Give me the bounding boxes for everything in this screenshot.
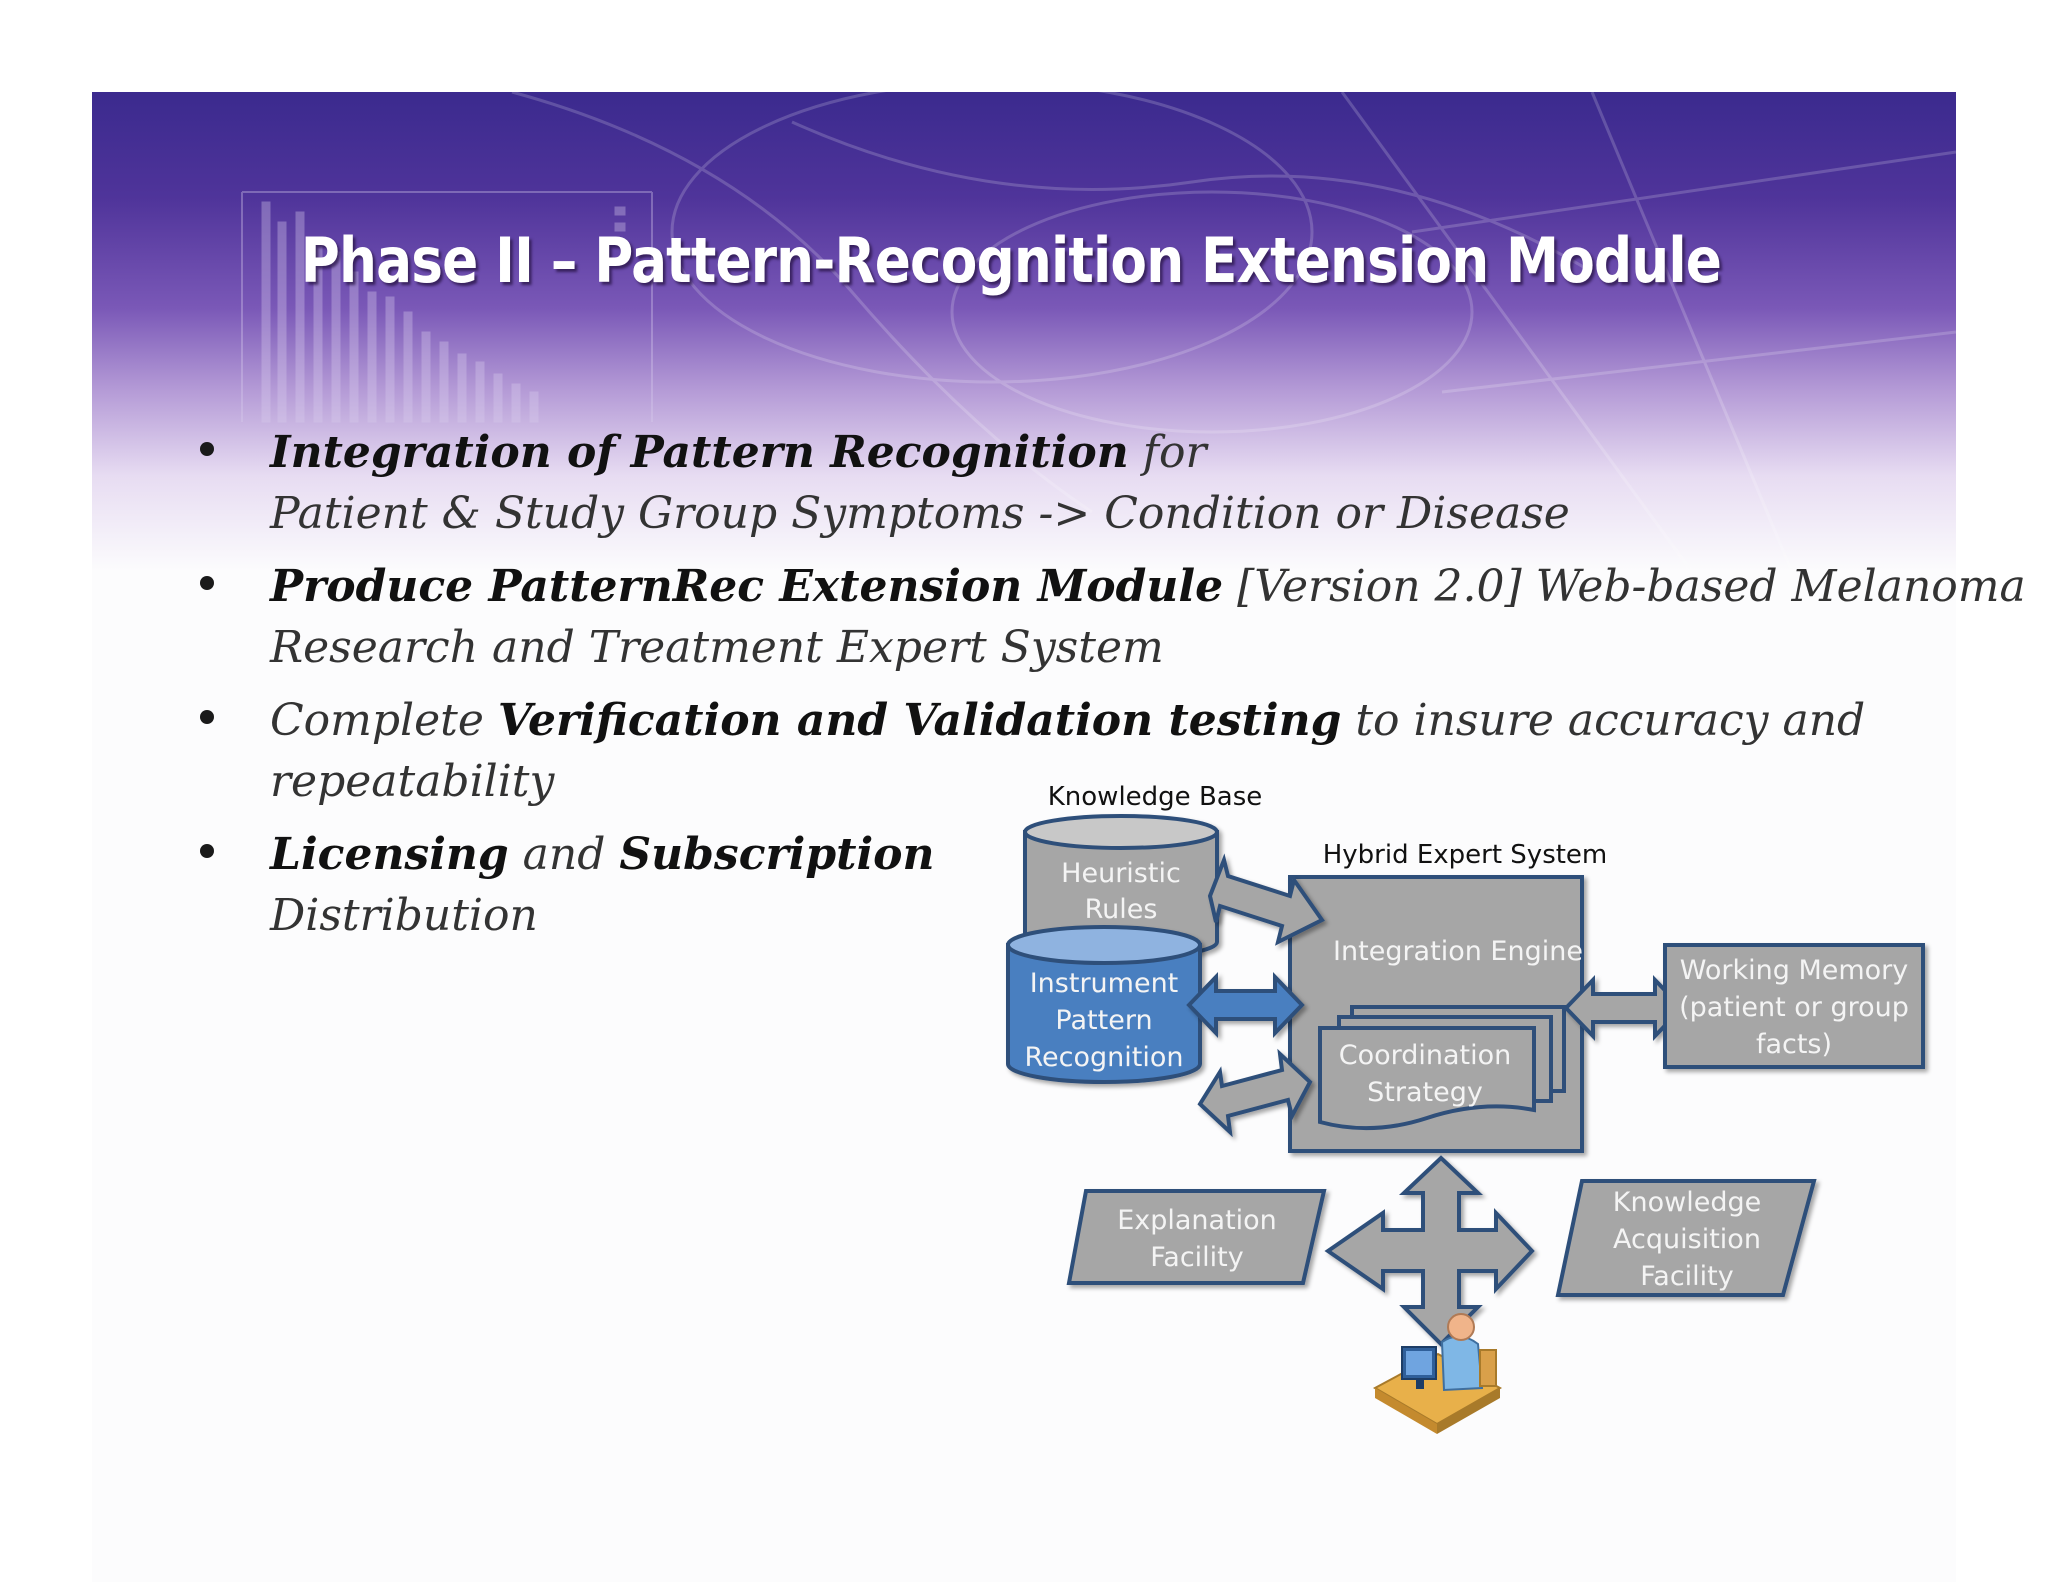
bullet-text: Distribution [270, 890, 538, 941]
title-banner: Phase II – Pattern-Recognition Extension… [92, 80, 1957, 573]
bullet-line: repeatability [270, 751, 1920, 812]
slide: Phase II – Pattern-Recognition Extension… [92, 80, 2026, 1582]
lower-engine-arrow [1197, 1048, 1313, 1138]
explanation-line1: Explanation [1117, 1205, 1277, 1236]
working-memory-box [1663, 943, 1925, 1069]
instrument-label-line2: Pattern [1055, 1005, 1152, 1036]
bullet-emphasis-text: Integration of Pattern Recognition [270, 427, 1129, 478]
slide-title: Phase II – Pattern-Recognition Extension… [300, 224, 1722, 297]
heuristic-engine-arrow [1207, 853, 1325, 946]
expert-system-diagram: Knowledge Base Hybrid Expert System Inte… [1006, 782, 1925, 1434]
bullet-emphasis-text: Produce PatternRec Extension Module [270, 561, 1224, 612]
bullet-text: Complete [270, 695, 498, 746]
bullet-dot [200, 710, 214, 724]
instrument-label-line3: Recognition [1025, 1042, 1184, 1073]
instrument-label-line1: Instrument [1030, 968, 1179, 999]
four-way-arrow [1324, 1155, 1535, 1347]
coordination-label-line2: Strategy [1367, 1077, 1483, 1108]
working-memory-line2: (patient or group [1679, 992, 1909, 1023]
acquisition-line1: Knowledge [1613, 1187, 1761, 1218]
bullet-emphasis-text: Licensing [270, 829, 509, 880]
knowledge-acquisition-box [1555, 1179, 1817, 1297]
bullet-item: Produce PatternRec Extension Module [Ver… [200, 556, 2026, 678]
hybrid-expert-system-label: Hybrid Expert System [1323, 840, 1608, 870]
bullet-line: Produce PatternRec Extension Module [Ver… [270, 556, 2026, 617]
bullet-line: Complete Verification and Validation tes… [270, 690, 1920, 751]
bullet-item: Complete Verification and Validation tes… [200, 690, 1920, 812]
bullet-dot [200, 844, 214, 858]
bullet-line: Integration of Pattern Recognition for [270, 422, 1920, 483]
bullet-line: Research and Treatment Expert System [270, 617, 1920, 678]
bullet-text: [Version 2.0] Web-based Melanoma [1223, 561, 2026, 612]
instrument-pattern-cylinder: Instrument Pattern Recognition [1006, 925, 1202, 1084]
bullet-text: Research and Treatment Expert System [270, 622, 1164, 673]
coordination-strategy-stack: Coordination Strategy [1318, 1005, 1566, 1131]
bullet-line: Licensing and Subscription [270, 824, 1920, 885]
coordination-label-line1: Coordination [1339, 1040, 1512, 1071]
bullet-text: and [508, 829, 620, 880]
knowledge-base-label: Knowledge Base [1048, 782, 1263, 812]
bullet-emphasis-text: Subscription [619, 829, 935, 880]
explanation-facility-box [1066, 1189, 1327, 1285]
working-memory-line3: facts) [1756, 1029, 1832, 1060]
bullet-emphasis-text: Verification and Validation testing [497, 695, 1342, 746]
acquisition-line2: Acquisition [1613, 1224, 1761, 1255]
acquisition-line3: Facility [1640, 1261, 1734, 1292]
bullet-dot [200, 442, 214, 456]
banner-background-art [241, 80, 1957, 573]
instrument-engine-arrow [1186, 972, 1305, 1038]
bullet-text: Patient & Study Group Symptoms -> Condit… [270, 488, 1570, 539]
bullet-text: repeatability [270, 756, 555, 807]
explanation-line2: Facility [1150, 1242, 1244, 1273]
heuristic-label-line2: Rules [1085, 894, 1158, 925]
integration-engine-label: Integration Engine [1333, 936, 1583, 967]
bullet-text: to insure accuracy and [1341, 695, 1866, 746]
bullet-text: for [1128, 427, 1207, 478]
working-memory-line1: Working Memory [1680, 955, 1909, 986]
bullet-line: Distribution [270, 885, 1920, 946]
bullet-dot [200, 576, 214, 590]
heuristic-label-line1: Heuristic [1061, 858, 1181, 889]
bullet-line: Patient & Study Group Symptoms -> Condit… [270, 483, 1920, 544]
user-at-computer-icon [1372, 1313, 1503, 1434]
